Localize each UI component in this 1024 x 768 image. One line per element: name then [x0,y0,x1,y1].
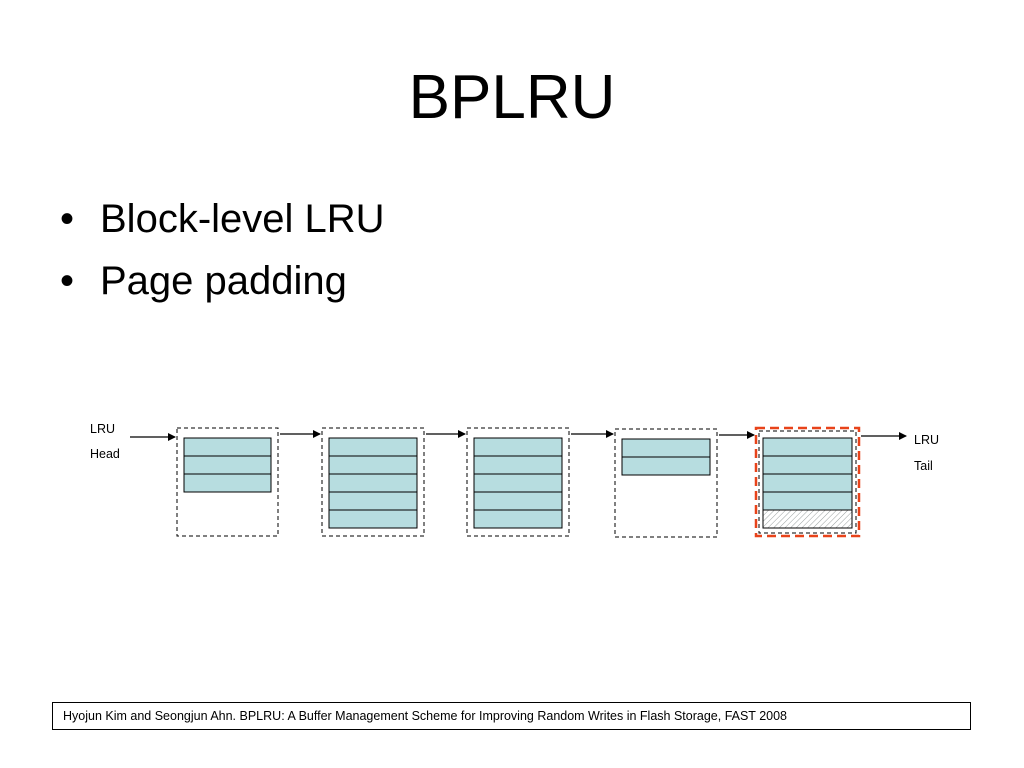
lru-head-label: LRU [90,422,115,436]
page-cell [762,491,853,511]
block-5 [754,426,861,538]
lru-tail-label: LRU [914,433,939,447]
lru-head-label: Head [90,447,120,461]
block-3 [466,427,570,537]
block-outline [466,427,570,537]
page-cell [183,473,272,493]
citation-text: Hyojun Kim and Seongjun Ahn. BPLRU: A Bu… [63,709,787,723]
page-cell [328,509,418,529]
block-4 [614,428,718,538]
blocks-layer [130,426,907,538]
block-outline [176,427,279,537]
bullet-glyph: • [60,259,75,303]
page-cell [762,455,853,475]
page-cell [762,473,853,493]
slide-title: BPLRU [408,63,616,132]
page-cell [621,456,711,476]
padded-page-cell [762,509,853,529]
page-cell [183,437,272,457]
bullet-item: • Block-level LRU [60,188,385,250]
page-cell [328,455,418,475]
bullet-text: Block-level LRU [100,197,385,241]
page-cell [473,437,563,457]
page-cell [328,437,418,457]
page-cell [473,473,563,493]
block-2 [321,427,425,537]
block-outline [321,427,425,537]
page-cell [473,509,563,529]
block-1 [176,427,279,537]
page-cell [473,455,563,475]
lru-tail-label: Tail [914,459,933,473]
victim-block-outline [754,426,861,538]
block-outline [758,430,857,534]
bullet-text: Page padding [100,259,347,303]
page-cell [621,438,711,458]
page-cell [473,491,563,511]
page-cell [762,437,853,457]
page-cell [183,455,272,475]
bullet-glyph: • [60,197,75,241]
page-cell [328,473,418,493]
bullet-list: • Block-level LRU • Page padding [60,188,385,312]
citation-box: Hyojun Kim and Seongjun Ahn. BPLRU: A Bu… [52,702,971,730]
block-outline [614,428,718,538]
page-cell [328,491,418,511]
bullet-item: • Page padding [60,250,385,312]
